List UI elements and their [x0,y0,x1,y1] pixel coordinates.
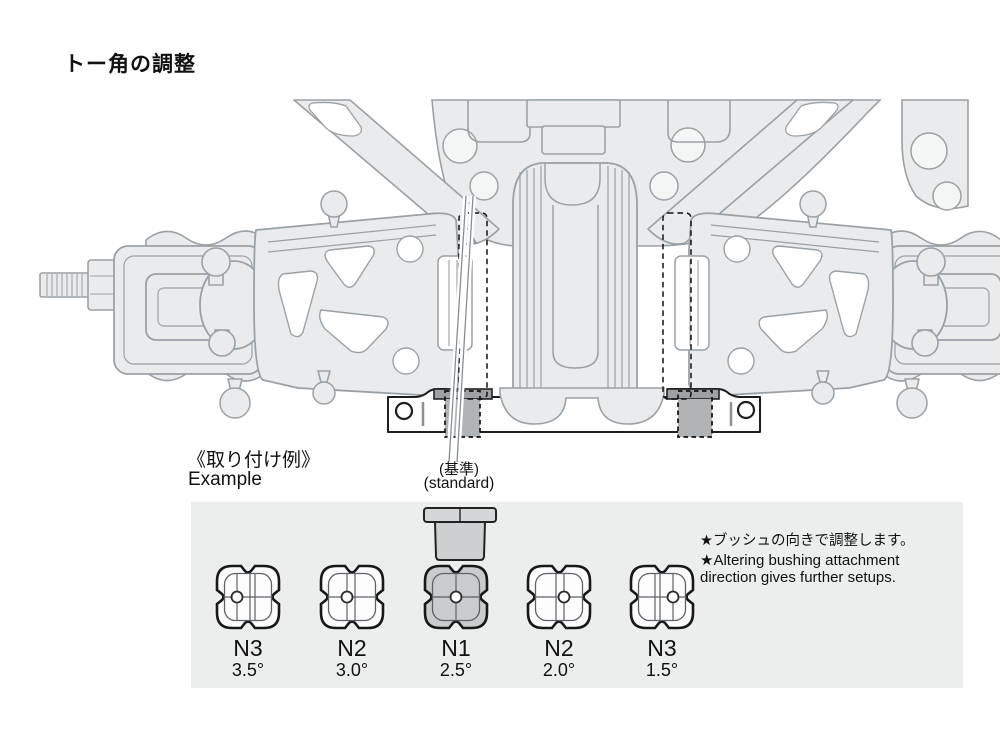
bushing-option-label: N2 3.0° [307,636,397,680]
plate-hole [736,400,756,420]
page-title: トー角の調整 [64,53,196,76]
bushing-angle-label: 3.0° [335,660,369,680]
example-heading-en: Example [188,469,262,490]
note-line-en-2: direction gives further setups. [700,569,896,586]
screw-hole [932,181,962,211]
chassis-plate-right [901,99,969,211]
gearbox [467,99,731,416]
bushing-name-label: N3 [647,635,677,661]
bushing-angle-label: 1.5° [645,660,679,680]
arm-hole [392,347,420,375]
arm-hole [396,235,424,263]
bushing-name-label: N3 [233,635,263,661]
axle-thread [39,272,91,298]
example-heading-jp: 《取り付け例》 [187,450,321,471]
plate-hole [394,401,414,421]
bushing-name-label: N2 [337,635,367,661]
bushing-option-label: N1 2.5° [411,636,501,680]
bushing-angle-label: 2.5° [439,660,473,680]
standard-label-en: (standard) [423,475,495,492]
screw-hole [670,127,706,163]
screw-hole [469,171,499,201]
toe-bushing-right [666,388,720,438]
bushing-top-view-n1-selected-icon [423,564,489,630]
bushing-option-label: N3 3.5° [203,636,293,680]
bushing-top-view-n3-right-icon [629,564,695,630]
driveshaft-joint [199,247,269,357]
bushing-top-view-n3-left-icon [215,564,281,630]
bushing-name-label: N1 [441,635,471,661]
note-line-jp: ★ブッシュの向きで調整します。 [700,533,915,549]
screw-hole [649,171,679,201]
standard-label-jp: (基準) [439,461,479,478]
suspension-arm-left [39,99,500,419]
bushing-top-view-n2-left-icon [319,564,385,630]
gearbox-feet [499,387,665,425]
lower-arm [253,212,473,398]
note-line-en-1: ★Altering bushing attachment [700,552,900,569]
bushing-3d-icon [423,507,497,561]
screw-hole [910,132,948,170]
bushing-angle-label: 2.0° [542,660,576,680]
pulley-drum [512,162,638,416]
bushing-angle-label: 3.5° [231,660,265,680]
bushing-name-label: N2 [544,635,574,661]
bushing-top-view-n2-right-icon [526,564,592,630]
ball-studs [219,190,348,419]
screw-hole [442,128,478,164]
leader-lines [446,195,476,463]
bushing-option-label: N2 2.0° [514,636,604,680]
bushing-option-label: N3 1.5° [617,636,707,680]
